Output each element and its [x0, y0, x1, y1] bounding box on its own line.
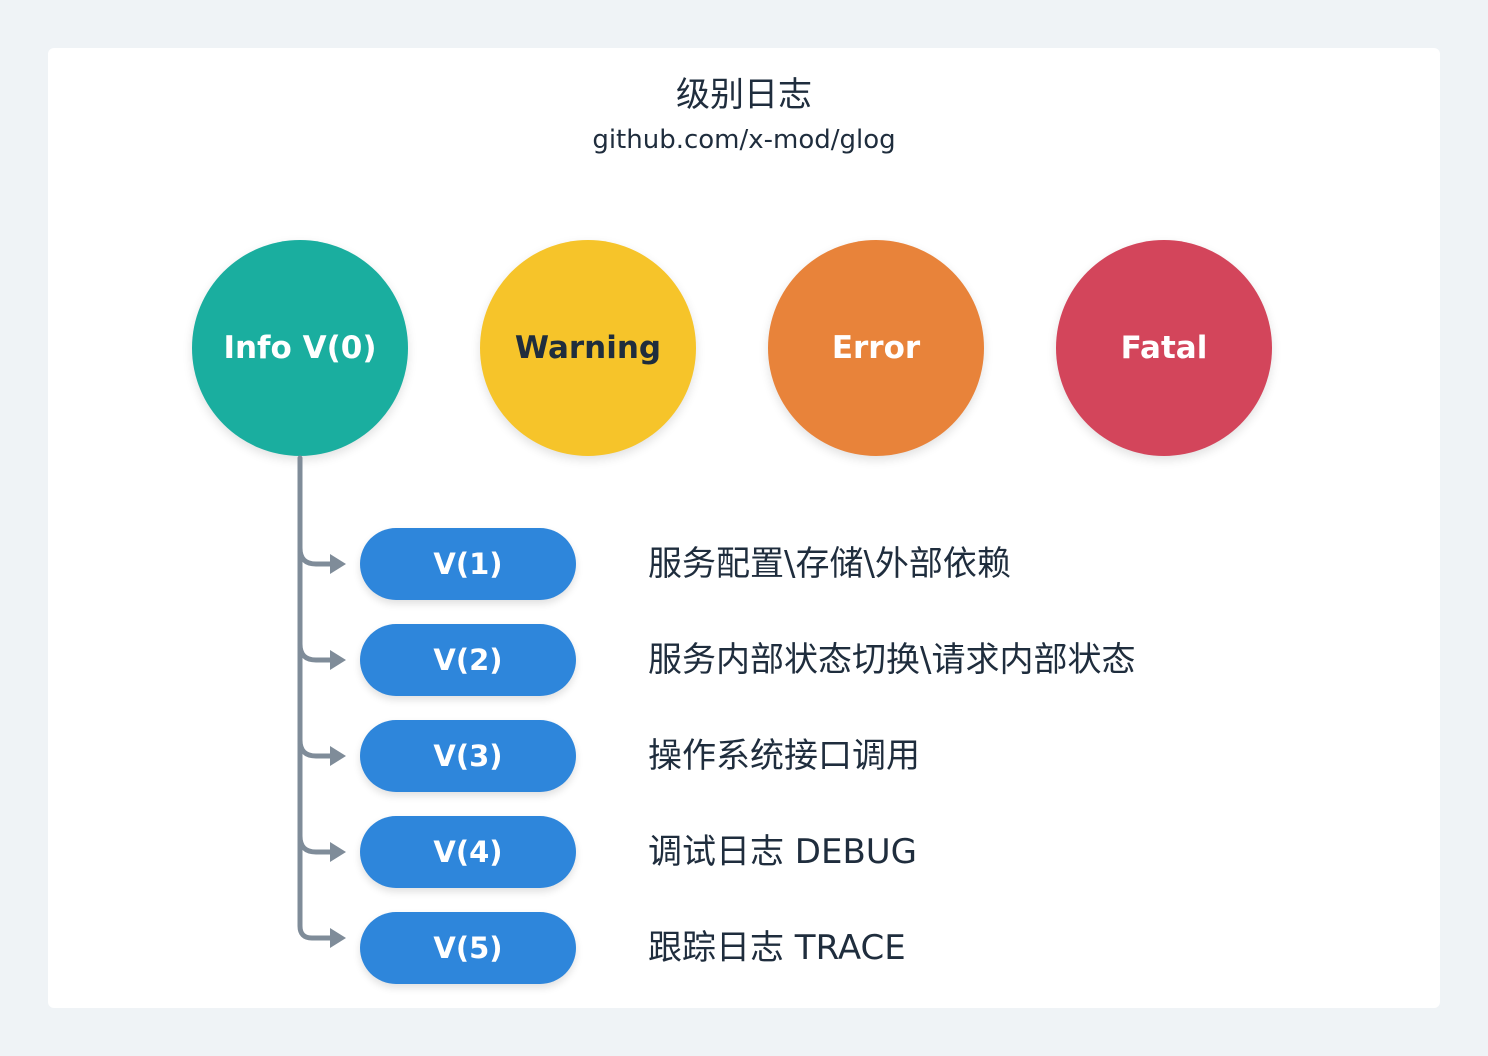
- connector-arrow-5: [330, 928, 346, 948]
- connector-arrow-4: [330, 842, 346, 862]
- verbosity-description-1: 服务配置\存储\外部依赖: [648, 544, 1011, 584]
- verbosity-pill-4: V(4): [360, 816, 576, 888]
- connector-branch-3: [297, 737, 343, 759]
- diagram-title: 级别日志: [676, 75, 812, 115]
- verbosity-pill-2: V(2): [360, 624, 576, 696]
- level-info-circle: Info V(0): [192, 240, 408, 456]
- verbosity-description-4: 调试日志 DEBUG: [648, 832, 918, 872]
- verbosity-description-2: 服务内部状态切换\请求内部状态: [648, 640, 1136, 680]
- connector-arrow-1: [330, 554, 346, 574]
- connector-branch-4: [297, 833, 343, 855]
- level-warning-circle: Warning: [480, 240, 696, 456]
- verbosity-pill-3: V(3): [360, 720, 576, 792]
- diagram-subtitle: github.com/x-mod/glog: [592, 125, 896, 155]
- verbosity-pill-1: V(1): [360, 528, 576, 600]
- connector-branch-1: [297, 545, 343, 567]
- level-error-circle: Error: [768, 240, 984, 456]
- connector-arrow-2: [330, 650, 346, 670]
- level-fatal-circle: Fatal: [1056, 240, 1272, 456]
- verbosity-description-3: 操作系统接口调用: [648, 736, 920, 776]
- diagram-card: [48, 48, 1440, 1008]
- connector-branch-2: [297, 641, 343, 663]
- verbosity-description-5: 跟踪日志 TRACE: [648, 928, 906, 968]
- connector-arrow-3: [330, 746, 346, 766]
- connector-trunk: [297, 455, 343, 941]
- verbosity-pill-5: V(5): [360, 912, 576, 984]
